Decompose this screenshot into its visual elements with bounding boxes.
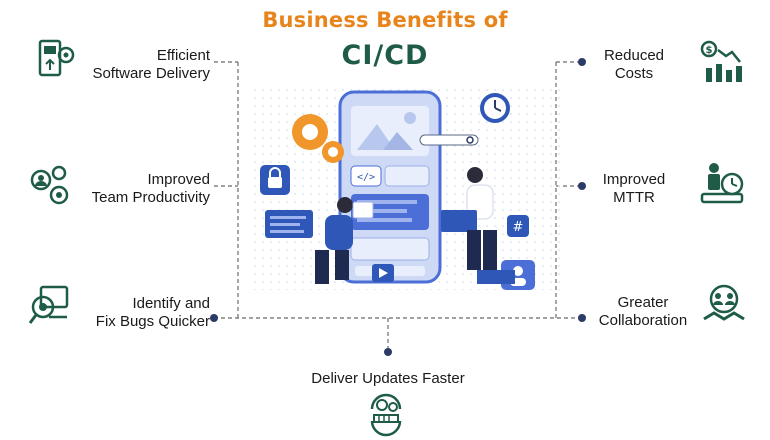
collaboration-icon xyxy=(703,284,745,321)
team-productivity-icon xyxy=(30,165,69,205)
person-right-graphic xyxy=(441,167,515,284)
pipeline-icon xyxy=(370,393,402,437)
reduced-costs-icon: $ xyxy=(700,40,742,82)
benefit-label-efficient-delivery: Efficient Software Delivery xyxy=(92,47,210,82)
mttr-icon xyxy=(700,163,744,204)
benefit-label-deliver-faster: Deliver Updates Faster xyxy=(311,370,465,387)
connector-dot xyxy=(578,314,586,322)
connector-dot xyxy=(578,182,586,190)
connector-dot xyxy=(578,58,586,66)
bug-fix-icon xyxy=(28,285,69,324)
devops-illustration: </> # xyxy=(250,85,560,290)
connector-dot xyxy=(210,314,218,322)
benefit-label-reduced-costs: Reduced Costs xyxy=(603,47,665,82)
svg-text:#: # xyxy=(513,220,524,235)
software-delivery-icon xyxy=(38,39,75,77)
benefit-label-collaboration: Greater Collaboration xyxy=(598,294,688,329)
diagram-title-line2: CI/CD xyxy=(341,40,429,71)
svg-text:</>: </> xyxy=(357,172,375,183)
benefit-label-team-productivity: Improved Team Productivity xyxy=(91,171,210,206)
person-left-graphic xyxy=(315,197,374,284)
benefit-label-fix-bugs: Identify and Fix Bugs Quicker xyxy=(95,295,210,330)
connector-dot xyxy=(384,348,392,356)
svg-text:$: $ xyxy=(706,45,713,56)
benefit-label-improved-mttr: Improved MTTR xyxy=(602,171,666,206)
diagram-title-line1: Business Benefits of xyxy=(262,8,508,32)
